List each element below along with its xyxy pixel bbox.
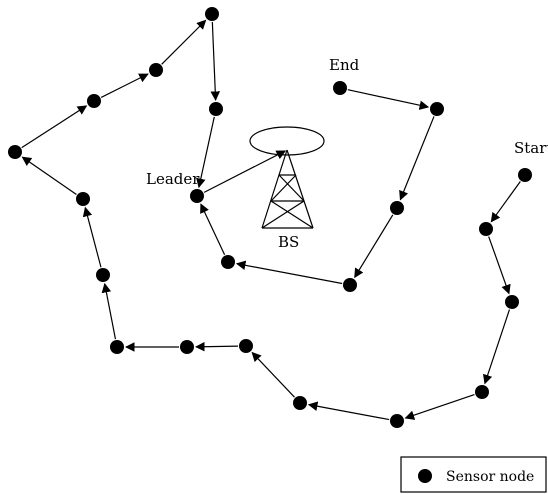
start-label: Start — [514, 139, 548, 157]
leader-label: Leader — [146, 170, 200, 188]
sensor-node-n7 — [180, 340, 194, 354]
edge-arrow-n10-n11 — [21, 156, 77, 195]
edge-arrow-n20-n18 — [354, 214, 394, 279]
sensor-node-n8 — [110, 340, 124, 354]
sensor-node-n20 — [390, 201, 404, 215]
base-station-tower-icon — [249, 126, 325, 229]
edge-arrow-n9-n10 — [82, 206, 102, 268]
edge-arrow-n14-n15 — [210, 21, 221, 101]
nodes-layer — [8, 7, 532, 428]
sensor-node-n18 — [343, 278, 357, 292]
edge-arrow-n19-n20 — [399, 116, 435, 201]
sensor-node-n17 — [221, 255, 235, 269]
edge-arrow-leader-bs — [203, 150, 287, 193]
edges-layer — [21, 19, 521, 421]
edge-arrow-n8-n9 — [101, 282, 117, 340]
sensor-node-n9 — [96, 268, 110, 282]
sensor-node-n2 — [505, 295, 519, 309]
edge-arrow-n4-n5 — [307, 401, 390, 421]
sensor-node-n16 — [190, 189, 204, 203]
sensor-node-n1 — [479, 222, 493, 236]
edge-arrow-n5-n6 — [251, 351, 295, 398]
sensor-node-n6 — [239, 339, 253, 353]
sensor-node-n14 — [205, 7, 219, 21]
sensor-node-n15 — [209, 102, 223, 116]
sensor-node-start — [518, 168, 532, 182]
edge-arrow-n11-n12 — [21, 105, 88, 149]
sensor-node-n13 — [149, 63, 163, 77]
legend-sensor-node-icon — [418, 469, 432, 483]
edge-arrow-start-n1 — [490, 181, 521, 223]
edge-arrow-n1-n2 — [488, 236, 511, 295]
edge-arrow-n2-n3 — [483, 309, 511, 385]
edge-arrow-n17-leader — [200, 203, 226, 256]
legend-label: Sensor node — [446, 469, 534, 485]
sensor-node-end — [333, 81, 347, 95]
legend: Sensor node — [400, 456, 547, 493]
edge-arrow-n15-leader — [196, 116, 215, 189]
edge-arrow-n6-n7 — [195, 341, 239, 352]
edge-arrow-n18-n17 — [235, 260, 343, 285]
sensor-node-n4 — [390, 414, 404, 428]
sensor-node-n12 — [87, 94, 101, 108]
edge-arrow-n12-n13 — [100, 73, 149, 98]
edge-arrow-end-n19 — [347, 89, 430, 110]
sensor-node-n3 — [475, 385, 489, 399]
sensor-node-n10 — [76, 192, 90, 206]
bs-label: BS — [278, 233, 299, 251]
edge-arrow-n13-n14 — [161, 19, 207, 65]
sensor-node-n5 — [293, 396, 307, 410]
sensor-node-n11 — [8, 145, 22, 159]
sensor-node-n19 — [430, 102, 444, 116]
edge-arrow-n3-n4 — [404, 394, 475, 420]
end-label: End — [329, 56, 360, 74]
